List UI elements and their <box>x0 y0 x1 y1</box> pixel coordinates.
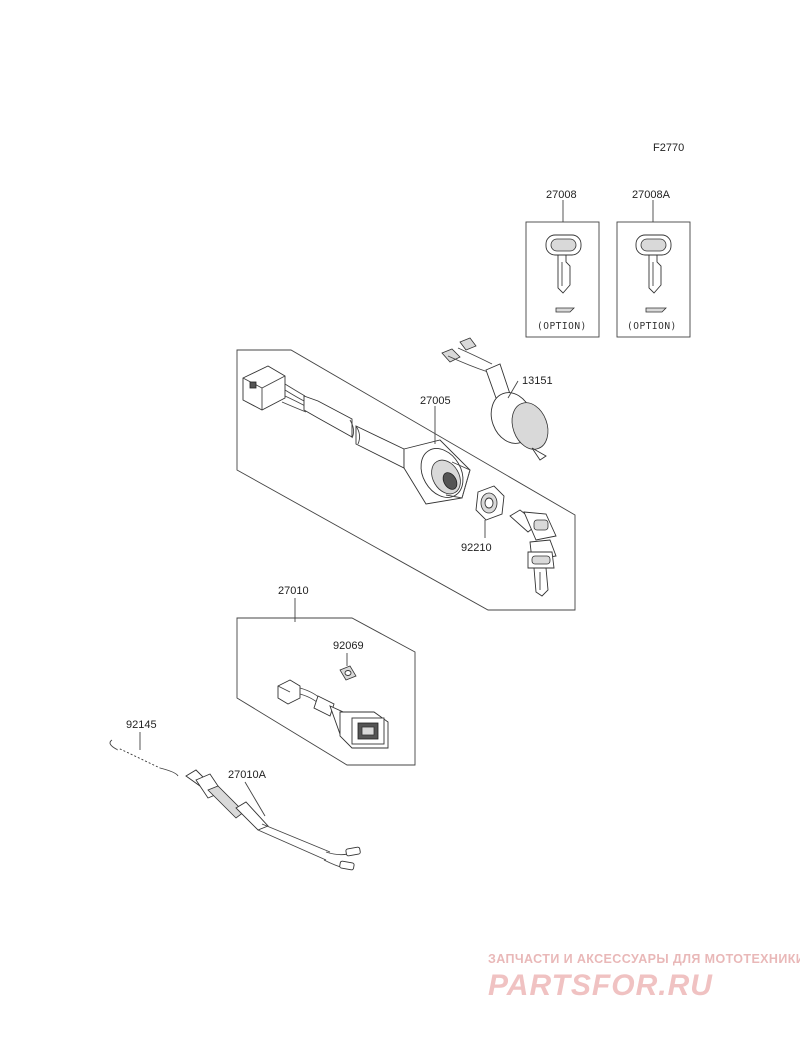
part-label-92069: 92069 <box>333 640 364 652</box>
watermark-tagline: ЗАПЧАСТИ И АКСЕССУАРЫ ДЛЯ МОТОТЕХНИКИ <box>488 952 800 966</box>
option-label-b: (OPTION) <box>627 321 677 332</box>
part-label-92210: 92210 <box>461 542 492 554</box>
key-option-box-a: (OPTION) <box>525 200 600 338</box>
switch-connector <box>242 365 308 413</box>
figure-code: F2770 <box>653 142 684 154</box>
switch-kit-outline <box>236 617 416 766</box>
watermark-brand: PARTSFOR.RU <box>488 969 713 1002</box>
push-switch <box>277 679 389 749</box>
switch-assembly-outline <box>236 349 576 611</box>
ignition-switch-body <box>403 439 471 505</box>
option-label-a: (OPTION) <box>537 321 587 332</box>
part-label-92145: 92145 <box>126 719 157 731</box>
hex-nut <box>475 485 505 521</box>
part-label-27008: 27008 <box>546 189 577 201</box>
switch-keys <box>509 509 557 597</box>
clip <box>339 665 357 681</box>
part-label-27008A: 27008A <box>632 189 671 201</box>
part-label-27010: 27010 <box>278 585 309 597</box>
key-option-box-b: (OPTION) <box>616 200 691 338</box>
switch-cable <box>303 395 405 469</box>
spring <box>109 739 179 777</box>
lamp-socket <box>441 337 549 461</box>
plug-cable <box>185 769 361 871</box>
part-label-13151: 13151 <box>522 375 553 387</box>
part-label-27010A: 27010A <box>228 769 267 781</box>
part-label-27005: 27005 <box>420 395 451 407</box>
